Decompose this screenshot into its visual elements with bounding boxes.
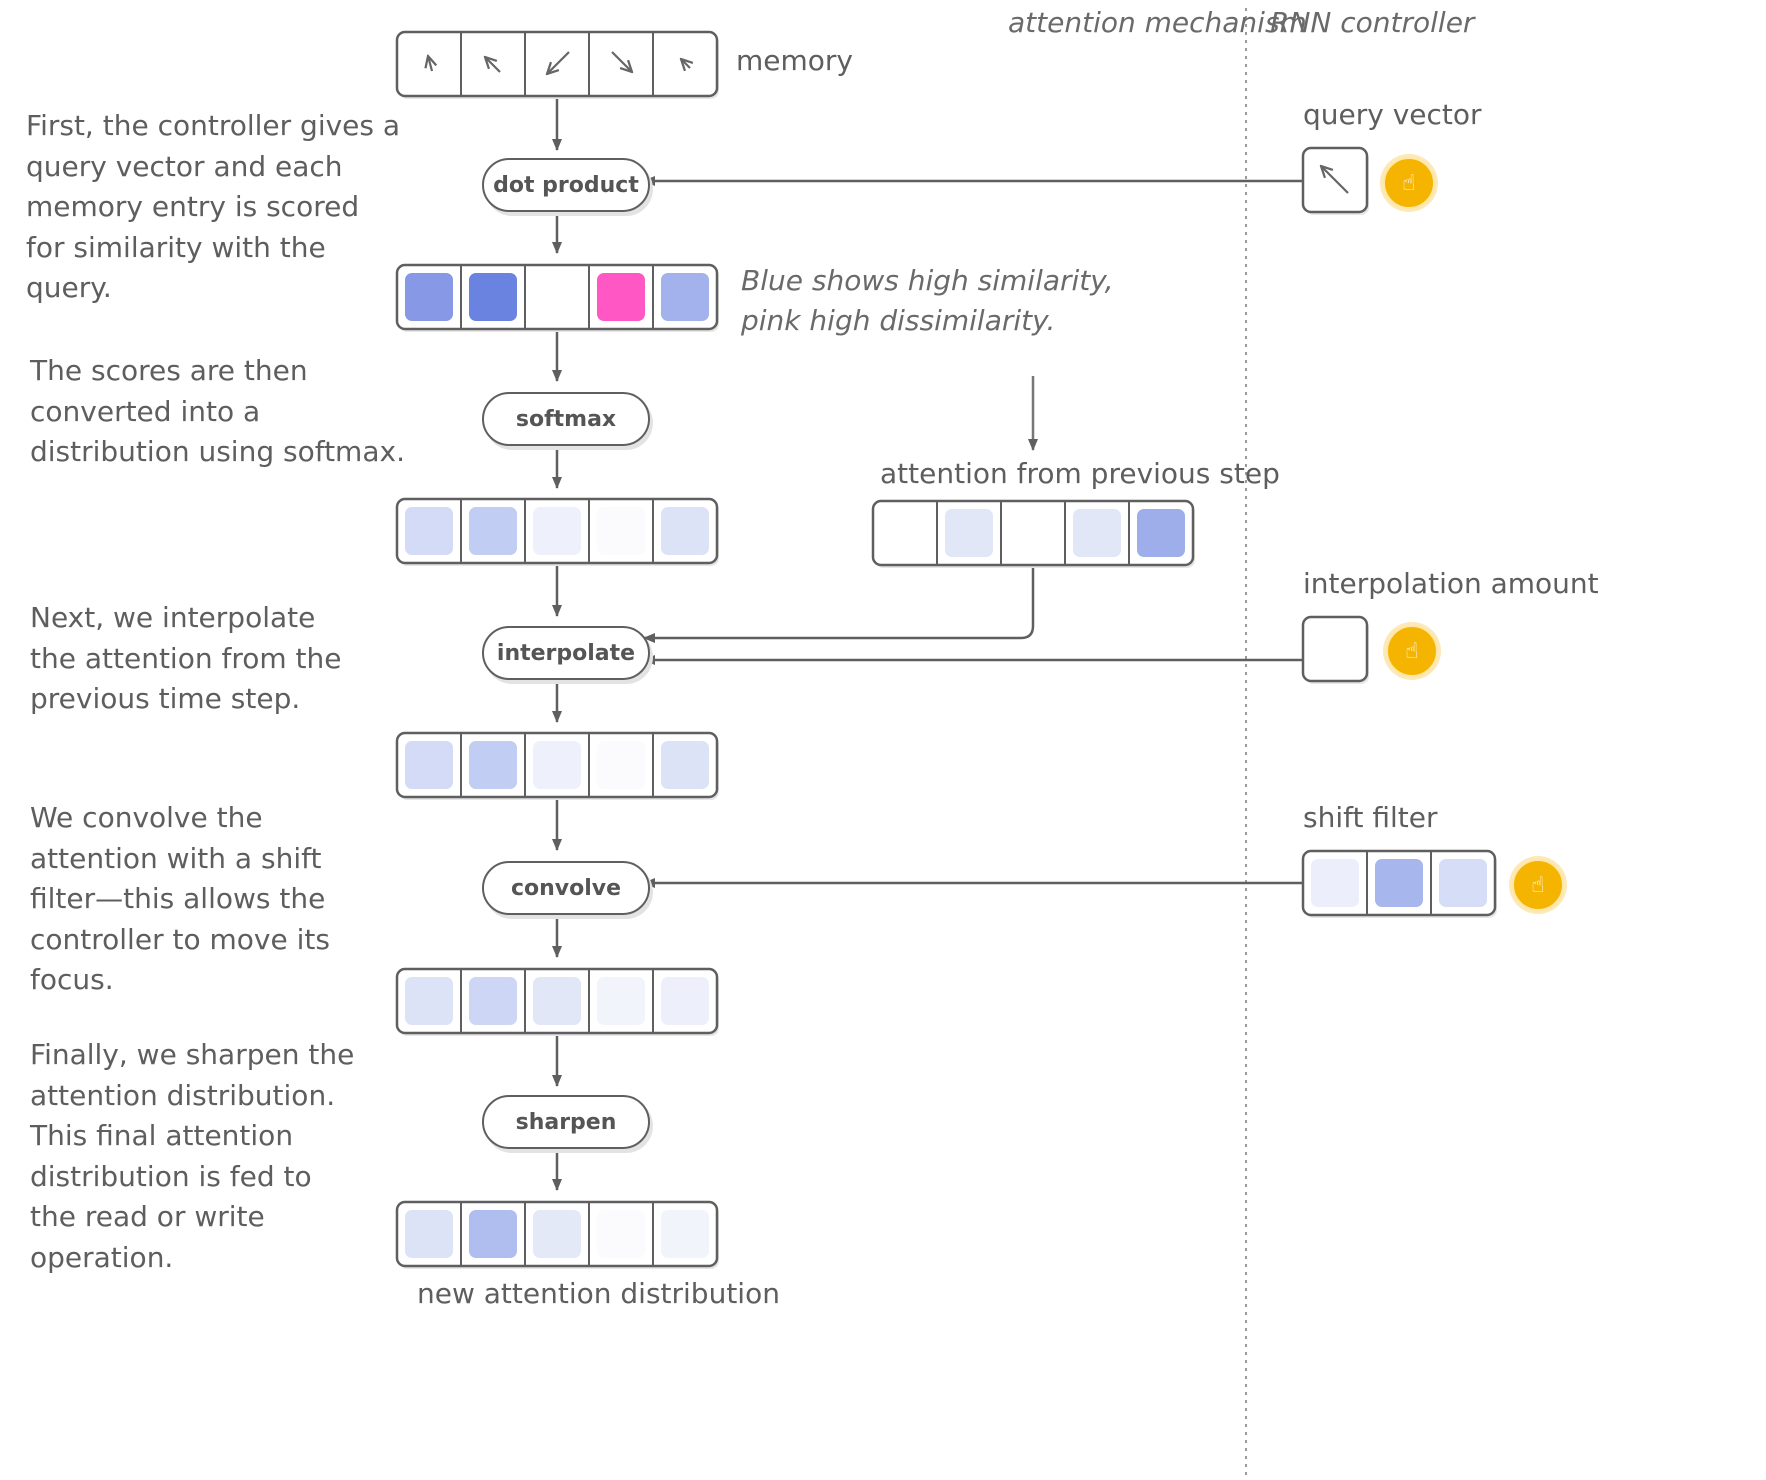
interpolation-amount-label: interpolation amount	[1303, 567, 1599, 600]
previous-attention-vector-cell	[1137, 509, 1185, 557]
query-vector-knob[interactable]: ☝	[1383, 157, 1435, 209]
interpolate-node[interactable]: interpolate	[482, 626, 650, 680]
score-vector-cell	[469, 273, 517, 321]
step4-description: We convolve the attention with a shift f…	[30, 801, 330, 996]
softmax-vector-cell	[405, 507, 453, 555]
sharpened-vector-cell	[597, 1210, 645, 1258]
interpolated-vector-cell	[597, 741, 645, 789]
softmax-vector-cell	[597, 507, 645, 555]
pointing-hand-icon: ☝	[1531, 872, 1545, 898]
new-attention-label: new attention distribution	[417, 1277, 780, 1310]
shift-filter-vector-cell	[1375, 859, 1423, 907]
dot-product-node[interactable]: dot product	[482, 158, 650, 212]
convolve-node[interactable]: convolve	[482, 861, 650, 915]
memory-label: memory	[736, 44, 853, 77]
sharpened-vector-cell	[533, 1210, 581, 1258]
step3-description: Next, we interpolate the attention from …	[30, 601, 342, 715]
previous-attention-arrow	[643, 565, 1035, 643]
score-vector-cell	[597, 273, 645, 321]
softmax-node[interactable]: softmax	[482, 392, 650, 446]
interpolated-vector-cell	[661, 741, 709, 789]
query-vector-label: query vector	[1303, 98, 1482, 131]
arrow-up-left-short-icon	[681, 59, 690, 68]
pointing-hand-icon: ☝	[1405, 638, 1419, 664]
pointing-hand-icon: ☝	[1402, 170, 1416, 196]
previous-attention-vector-cell	[945, 509, 993, 557]
arrow-down-left-icon	[547, 51, 570, 74]
score-vector-cell	[405, 273, 453, 321]
softmax-vector-cell	[661, 507, 709, 555]
interpolation-amount-box	[1301, 615, 1369, 683]
interpolation-amount-knob[interactable]: ☝	[1386, 625, 1438, 677]
softmax-vector-cell	[469, 507, 517, 555]
score-vector-cell	[661, 273, 709, 321]
query-arrow-up-left-icon	[1321, 166, 1349, 194]
sharpened-vector-cell	[405, 1210, 453, 1258]
attention-mechanism-header: attention mechanism	[1008, 6, 1307, 39]
interpolated-vector-cell	[533, 741, 581, 789]
step2-description: The scores are then converted into a dis…	[30, 354, 405, 468]
interpolated-vector-cell	[469, 741, 517, 789]
arrow-up-left-short-icon	[428, 56, 432, 72]
similarity-note: Blue shows high similarity, pink high di…	[741, 261, 1114, 341]
interpolated-vector-cell	[405, 741, 453, 789]
rnn-controller-header: RNN controller	[1270, 6, 1475, 39]
convolved-vector-cell	[405, 977, 453, 1025]
sharpened-vector-cell	[469, 1210, 517, 1258]
similarity-note-line1: Blue shows high similarity,	[741, 264, 1114, 297]
convolved-vector-cell	[533, 977, 581, 1025]
attention-previous-label: attention from previous step	[880, 457, 1280, 490]
arrow-up-left-icon	[485, 57, 501, 73]
convolved-vector-cell	[661, 977, 709, 1025]
convolved-vector-cell	[597, 977, 645, 1025]
softmax-vector-cell	[533, 507, 581, 555]
step1-description: First, the controller gives a query vect…	[26, 109, 401, 304]
shift-filter-label: shift filter	[1303, 801, 1438, 834]
arrow-down-right-icon	[611, 51, 632, 72]
step5-description: Finally, we sharpen the attention distri…	[30, 1038, 355, 1274]
sharpened-vector-cell	[661, 1210, 709, 1258]
shift-filter-vector-cell	[1439, 859, 1487, 907]
similarity-note-line2: pink high dissimilarity.	[741, 304, 1056, 337]
sharpen-node[interactable]: sharpen	[482, 1095, 650, 1149]
shift-filter-knob[interactable]: ☝	[1512, 859, 1564, 911]
convolved-vector-cell	[469, 977, 517, 1025]
previous-attention-vector-cell	[1073, 509, 1121, 557]
shift-filter-vector-cell	[1311, 859, 1359, 907]
